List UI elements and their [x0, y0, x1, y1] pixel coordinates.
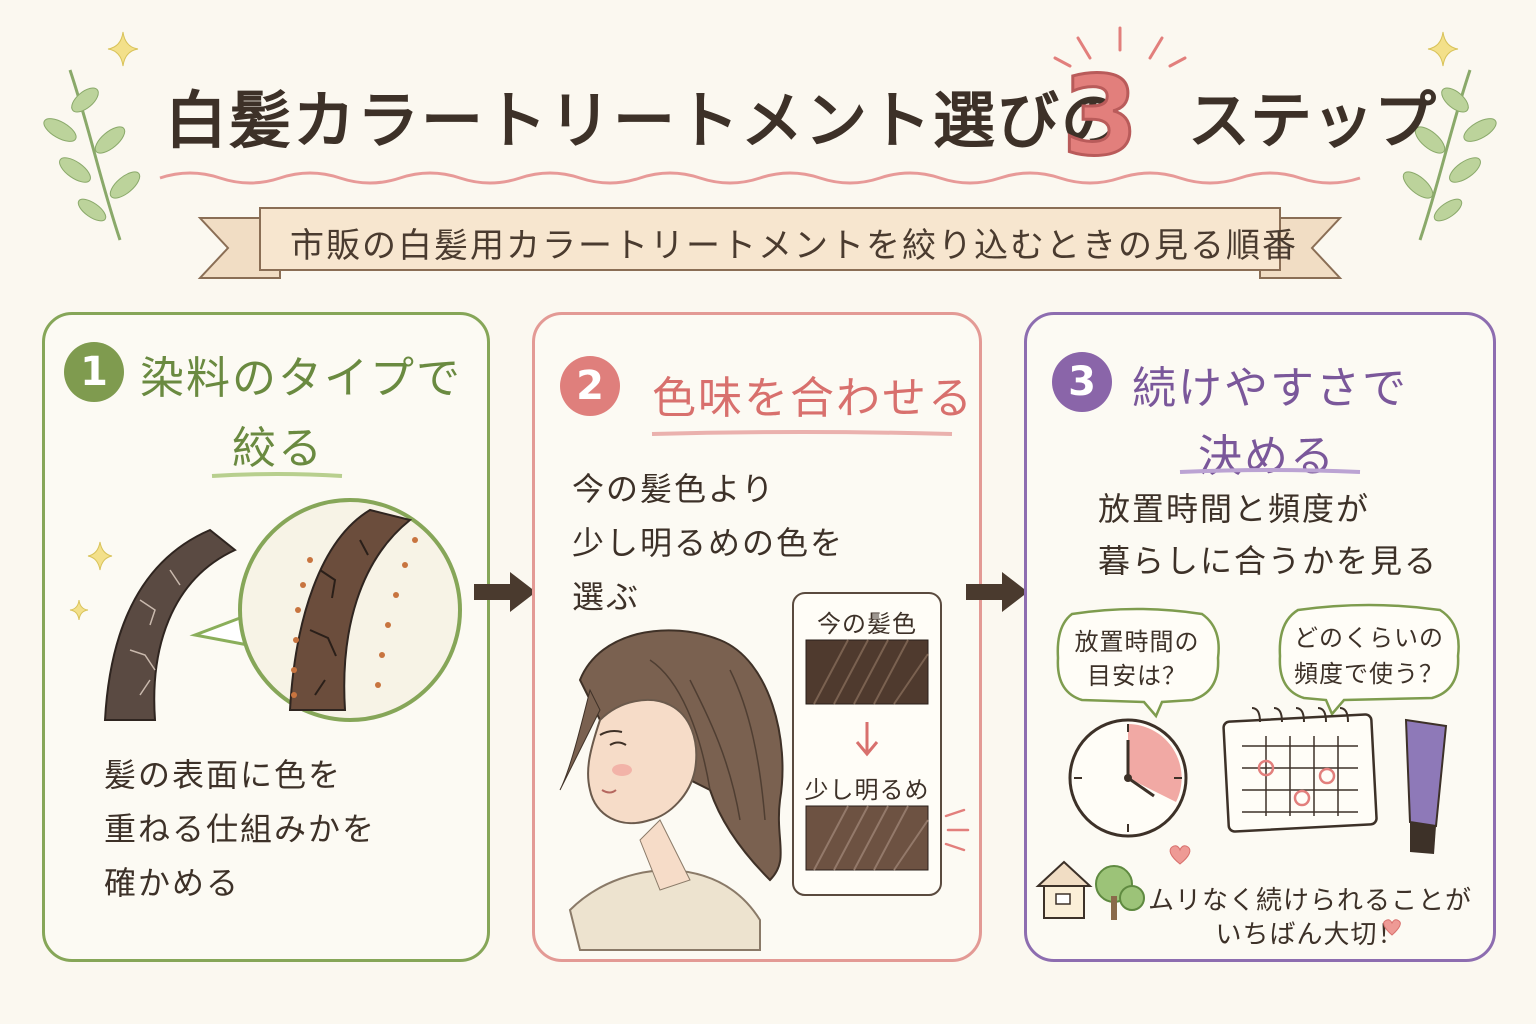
arrow-right-icon [474, 572, 536, 612]
sparkle-icon [107, 31, 139, 67]
step-3-number: 3 [1052, 352, 1112, 412]
speech-bubble-2 [1278, 603, 1460, 717]
sparkle-icon [1427, 31, 1459, 67]
step-1-title-underline [211, 472, 343, 478]
step-3-footer-line2: いちばん大切！ [1215, 920, 1405, 950]
title-suffix: ステップ [1188, 84, 1437, 157]
woman-profile-illustration [559, 629, 784, 951]
step-2-body-line3: 選ぶ [572, 578, 641, 616]
swatch-lighter-label: 少し明るめ [804, 776, 930, 804]
step-2-body-line2: 少し明るめの色を [572, 524, 845, 562]
step-3-body-line2: 暮らしに合うかを見る [1098, 542, 1439, 580]
title-number: 3 [1061, 51, 1141, 182]
step-1-title-line2: 絞る [232, 423, 324, 474]
step-3-title-line2: 決める [1198, 431, 1336, 482]
heart-icon [1383, 919, 1401, 936]
step-3-footer-line1: ムリなく続けられることが [1147, 886, 1472, 916]
step-2-body-line1: 今の髪色より [572, 470, 776, 508]
leaf-branch-right-icon [1402, 69, 1497, 241]
step-2-title: 色味を合わせる [652, 373, 974, 424]
emphasis-lines-icon [944, 808, 970, 852]
step-3-title-underline [1179, 468, 1361, 474]
title-wave-underline [159, 171, 1361, 185]
step-3-body-line1: 放置時間と頻度が [1098, 490, 1371, 528]
bubble-1-line2: 目安は？ [1087, 662, 1187, 690]
step-3-title-line1: 続けやすさで [1132, 363, 1408, 414]
treatment-tube-icon [1404, 718, 1448, 854]
step-1-body-line2: 重ねる仕組みかを [104, 810, 377, 848]
step-2-number: 2 [560, 356, 620, 416]
leaf-branch-left-icon [43, 69, 141, 241]
step-1-title-line1: 染料のタイプで [140, 353, 462, 404]
clock-icon [1068, 718, 1188, 838]
heart-icon [1169, 845, 1191, 865]
title-main: 白髪カラートリートメント選びの [165, 84, 1126, 157]
subtitle-ribbon [197, 207, 1343, 279]
step-1-body-line1: 髪の表面に色を [104, 756, 343, 794]
color-swatch-card [792, 592, 942, 896]
hair-strand-illustration [103, 498, 462, 722]
sparkle-icon [87, 541, 113, 571]
page-title: 白髪カラートリートメント選びの 3 ステップ [0, 51, 1536, 182]
sparkle-icon [69, 599, 89, 621]
calendar-icon [1222, 707, 1378, 833]
step-2-title-underline [651, 430, 953, 436]
subtitle: 市販の白髪用カラートリートメントを絞り込むときの見る順番 [290, 226, 1298, 266]
bubble-1-line1: 放置時間の [1074, 628, 1200, 656]
bubble-2-line1: どのくらいの [1294, 624, 1444, 652]
arrow-right-icon [966, 572, 1028, 612]
swatch-current-label: 今の髪色 [817, 610, 917, 638]
title-burst-icon [1053, 26, 1187, 68]
step-1-number: 1 [64, 342, 124, 402]
step-1-body-line3: 確かめる [104, 864, 241, 902]
house-and-tree-illustration [1035, 860, 1145, 920]
speech-bubble-1 [1056, 607, 1220, 719]
bubble-2-line2: 頻度で使う？ [1294, 660, 1444, 688]
